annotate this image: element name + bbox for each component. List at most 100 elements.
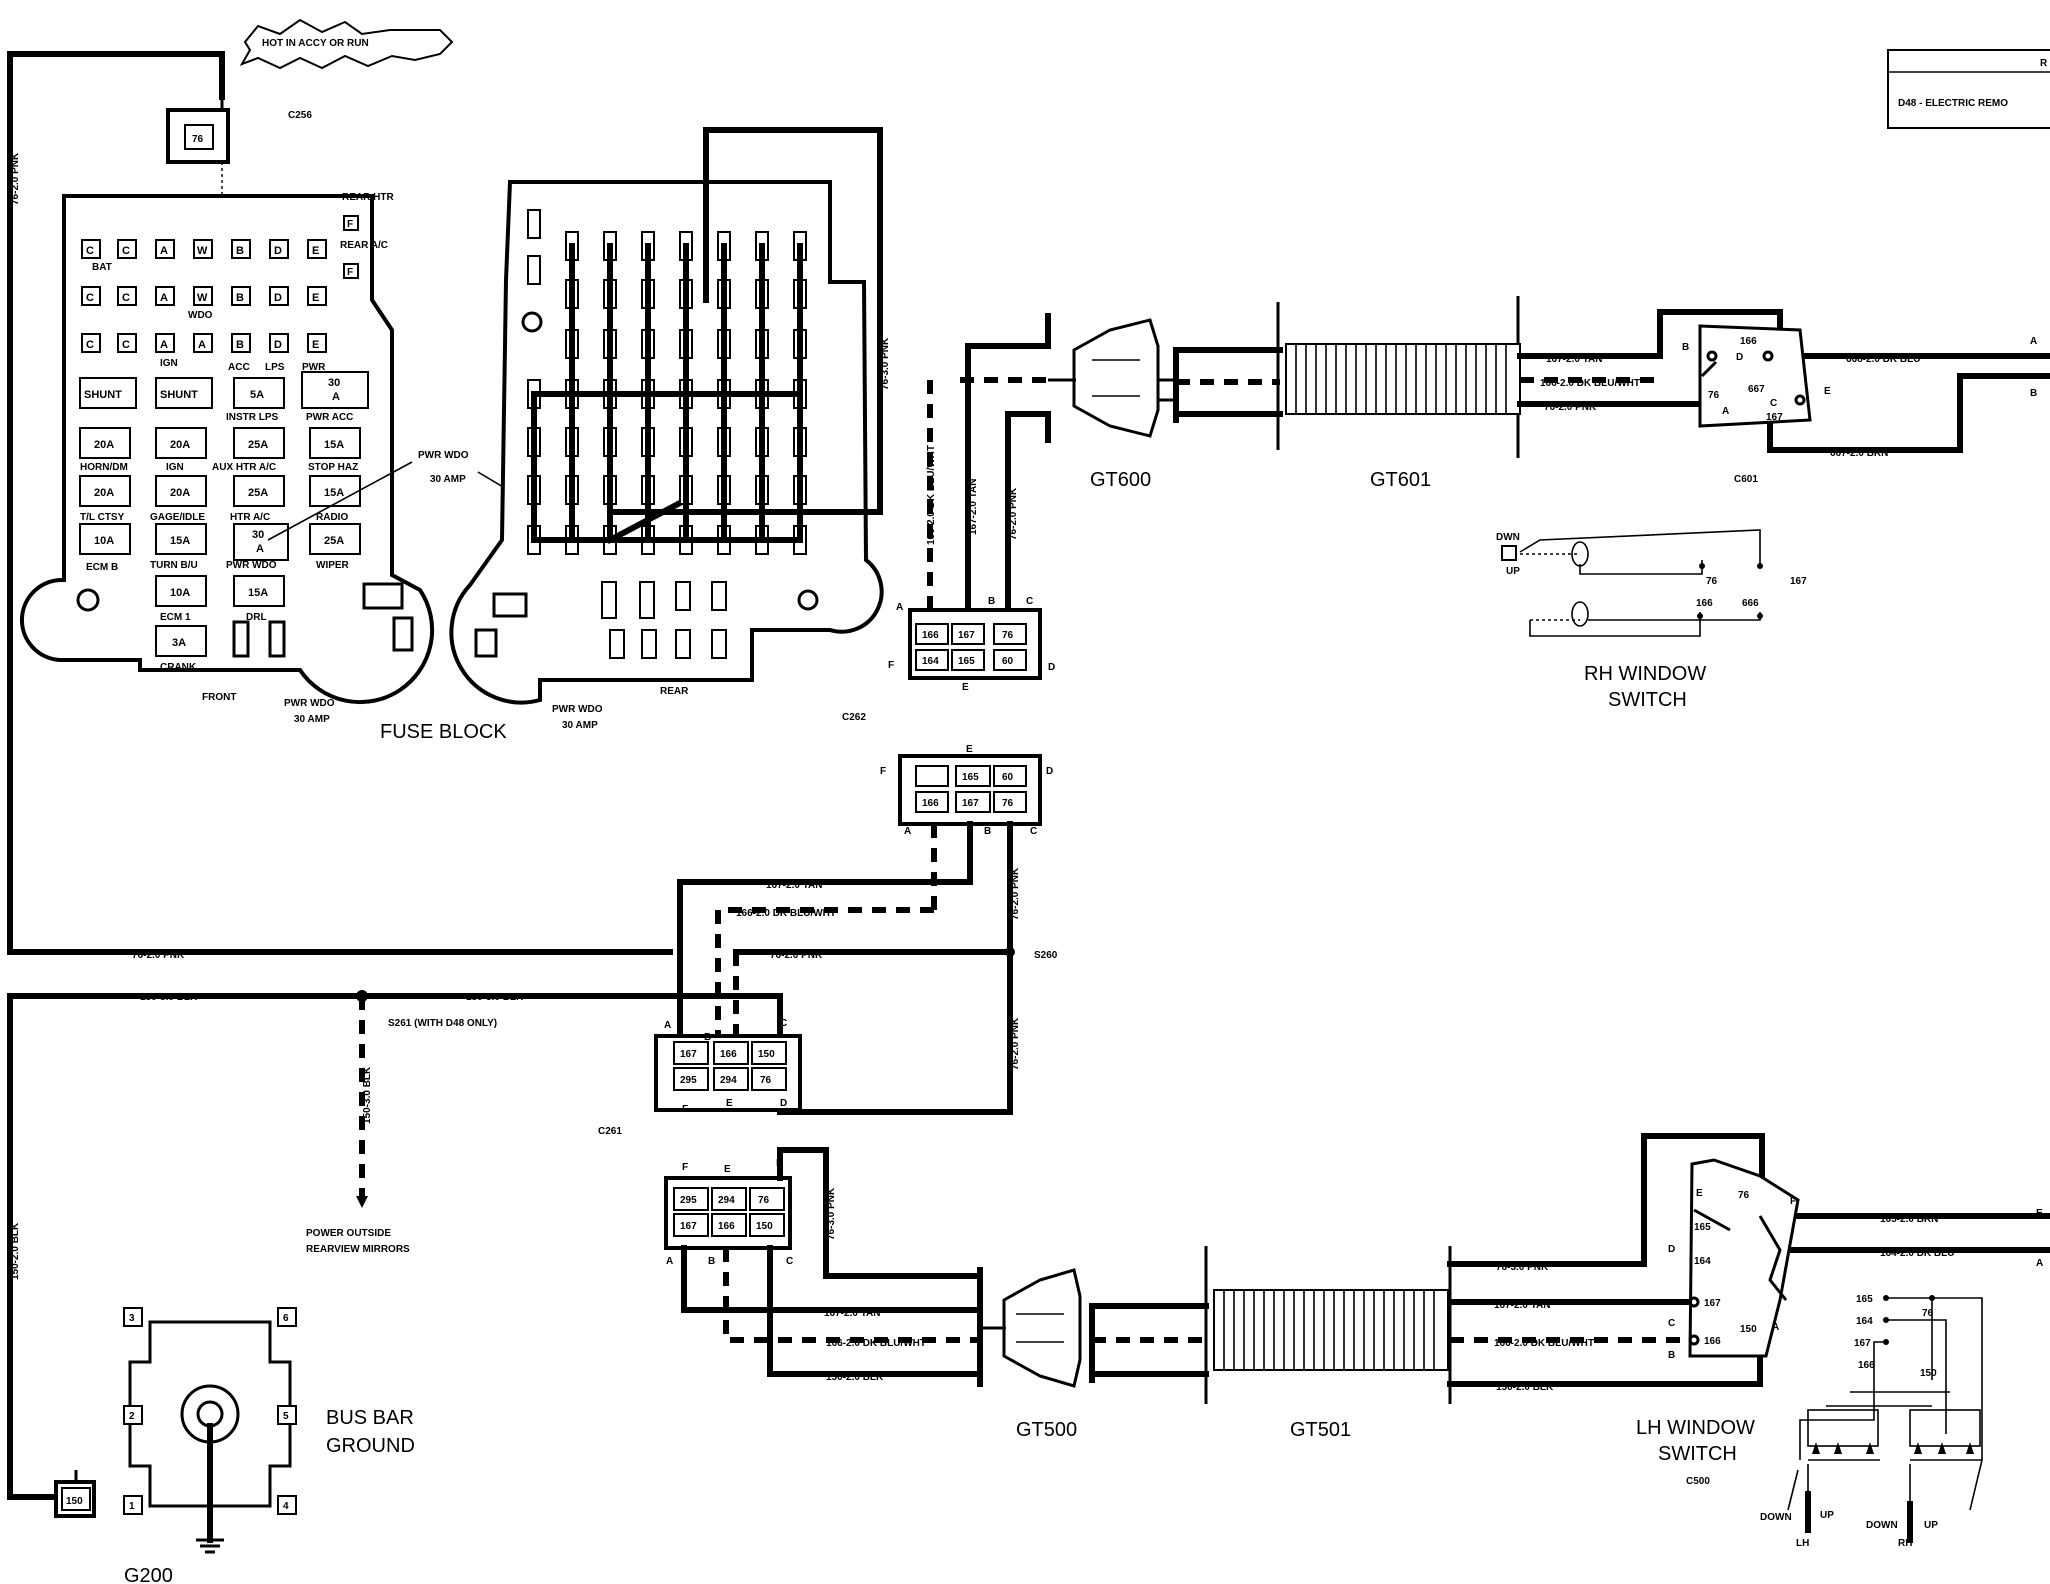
fuse-30a: 30 — [328, 377, 340, 389]
c262u-e: E — [962, 682, 969, 693]
rh-dwn: DWN — [1496, 532, 1520, 543]
c262u-p60: 60 — [1002, 656, 1014, 667]
g200-pin: 150 — [66, 1496, 83, 1507]
wire-667: 667-2.0 BRN — [1830, 448, 1888, 459]
c601-switch: B 166 D 76 A 667 C 167 E C601 — [1682, 324, 1831, 485]
lhs-p166: 166 — [1858, 1360, 1875, 1371]
lhs-down1: DOWN — [1760, 1512, 1792, 1523]
gt600-grommet: GT600 — [1045, 313, 1176, 491]
c261u-e: E — [726, 1098, 733, 1109]
fuse-b3: 15A — [324, 487, 344, 499]
lps-label: LPS — [265, 362, 285, 373]
pwr-wdo-front: PWR WDO — [284, 698, 335, 709]
fuse-rows: SHUNT SHUNT 5A 30A INSTR LPS PWR ACC 20A… — [79, 371, 369, 673]
bus-r3-3: A — [198, 339, 206, 351]
bus-bar-title-2: GROUND — [326, 1435, 415, 1457]
c601-label: C601 — [1734, 474, 1758, 485]
c261u-p76: 76 — [760, 1075, 772, 1086]
lh-f: F — [1790, 1196, 1796, 1207]
rh-switch-title-1: RH WINDOW — [1584, 663, 1706, 685]
bus-r2-4: B — [236, 292, 244, 304]
c261l-p76: 76 — [758, 1195, 770, 1206]
c262-upper-connector: 166 167 76 164 165 60 A B C D E F C262 — [842, 596, 1055, 723]
rear-label: REAR — [660, 686, 689, 697]
bus-pin-6: 6 — [283, 1313, 289, 1324]
gt501-label: GT501 — [1290, 1419, 1351, 1441]
bus-r1-6: E — [312, 245, 319, 257]
shunt-1: SHUNT — [84, 389, 122, 401]
bat-label: BAT — [92, 262, 112, 273]
bus-r2-1: C — [122, 292, 130, 304]
wire-166-gt501: 166-2.0 DK BLU/WHT — [1494, 1338, 1594, 1349]
f-label-1: F — [347, 219, 353, 230]
c601-p167: 167 — [1766, 412, 1783, 423]
fuse-block-front — [20, 194, 435, 705]
fuse-b1: 20A — [170, 487, 190, 499]
wire-150-blk: 150-3.0 BLK 150-3.0 BLK 150-3.0 BLK 150-… — [7, 990, 783, 1500]
header-box-top: R — [2040, 58, 2048, 69]
lbl-b3: RADIO — [316, 512, 348, 523]
gt601-bellows: GT601 — [1173, 296, 1521, 491]
lh-p165: 165 — [1694, 1222, 1711, 1233]
pwr-wdo-callout-amp: 30 AMP — [430, 474, 466, 485]
lhs-p150: 150 — [1920, 1368, 1937, 1379]
c601-p667: 667 — [1748, 384, 1765, 395]
c262-lower-connector: 165 60 166 167 76 E D F A B C — [880, 744, 1053, 837]
bus-r1-0: C — [86, 245, 94, 257]
c262l-d: D — [1046, 766, 1053, 777]
c262l-p166: 166 — [922, 798, 939, 809]
c261-upper-connector: 167 166 150 295 294 76 A B C F E D C261 — [598, 1018, 802, 1137]
c261l-a: A — [666, 1256, 673, 1267]
wdo-label: WDO — [188, 310, 213, 321]
rh-p76: 76 — [1706, 576, 1718, 587]
lbl-c1: TURN B/U — [150, 560, 198, 571]
lhs-p167: 167 — [1854, 1338, 1871, 1349]
fuse-30a-b: A — [332, 391, 340, 403]
c262-label: C262 — [842, 712, 866, 723]
f-label-2: F — [347, 267, 353, 278]
c256-connector: 76 C256 — [166, 97, 312, 290]
rear-slot-row-3 — [601, 581, 727, 659]
lbl-a3: STOP HAZ — [308, 462, 358, 473]
c262l-a: A — [904, 826, 911, 837]
c261-lower-connector: 295 294 76 167 166 150 F E D A B C — [664, 1158, 793, 1267]
lbl-a1: IGN — [166, 462, 184, 473]
c262u-f: F — [888, 660, 894, 671]
lhs-down2: DOWN — [1866, 1520, 1898, 1531]
c261l-p150: 150 — [756, 1221, 773, 1232]
wire-166-mid: 166-2.0 DK BLU/WHT — [736, 908, 836, 919]
wire-167-gt601: 167-2.0 TAN — [1546, 354, 1603, 365]
c262-to-c261-wires: 167-2.0 TAN 166-2.0 DK BLU/WHT 76-2.0 PN… — [132, 821, 1058, 1115]
bus-r2-5: D — [274, 292, 282, 304]
lhs-rh: RH — [1898, 1538, 1912, 1549]
fuse-5a: 5A — [250, 389, 264, 401]
fuse-c1: 15A — [170, 535, 190, 547]
c262u-b: B — [988, 596, 995, 607]
c256-pin: 76 — [192, 134, 204, 145]
hot-label: HOT IN ACCY OR RUN — [239, 18, 454, 70]
bus-r2-6: E — [312, 292, 319, 304]
lbl-d1: DRL — [246, 612, 267, 623]
fuse-d0: 10A — [170, 587, 190, 599]
lh-c: C — [1668, 1318, 1675, 1329]
bus-bar-title-1: BUS BAR — [326, 1407, 414, 1429]
rh-p166: 166 — [1696, 598, 1713, 609]
fuse-3a: 3A — [172, 637, 186, 649]
c262u-p164: 164 — [922, 656, 939, 667]
bus-bar-ground: 3 6 2 5 1 4 BUS BAR GROUND G200 — [123, 1307, 415, 1584]
fuse-b2: 25A — [248, 487, 268, 499]
lh-switch: E 76 F 165 D 164 C 167 B 166 150 A LH WI… — [1636, 1158, 1800, 1487]
wire-165: 165-2.0 BRN — [1880, 1214, 1938, 1225]
fuse-a3: 15A — [324, 439, 344, 451]
c261u-p295: 295 — [680, 1075, 697, 1086]
rh-up: UP — [1506, 566, 1520, 577]
lhs-p165: 165 — [1856, 1294, 1873, 1305]
wire-150-left: 150-3.0 BLK — [140, 992, 198, 1003]
bus-r3-0: C — [86, 339, 94, 351]
power-mirrors-2: REARVIEW MIRRORS — [306, 1244, 410, 1255]
wire-label-76-3-pnk: 76-3.0 PNK — [880, 337, 891, 390]
wire-76-mid: 76-2.0 PNK — [770, 950, 823, 961]
c261u-c: C — [780, 1018, 787, 1029]
bus-r1-1: C — [122, 245, 130, 257]
c262l-p167: 167 — [962, 798, 979, 809]
